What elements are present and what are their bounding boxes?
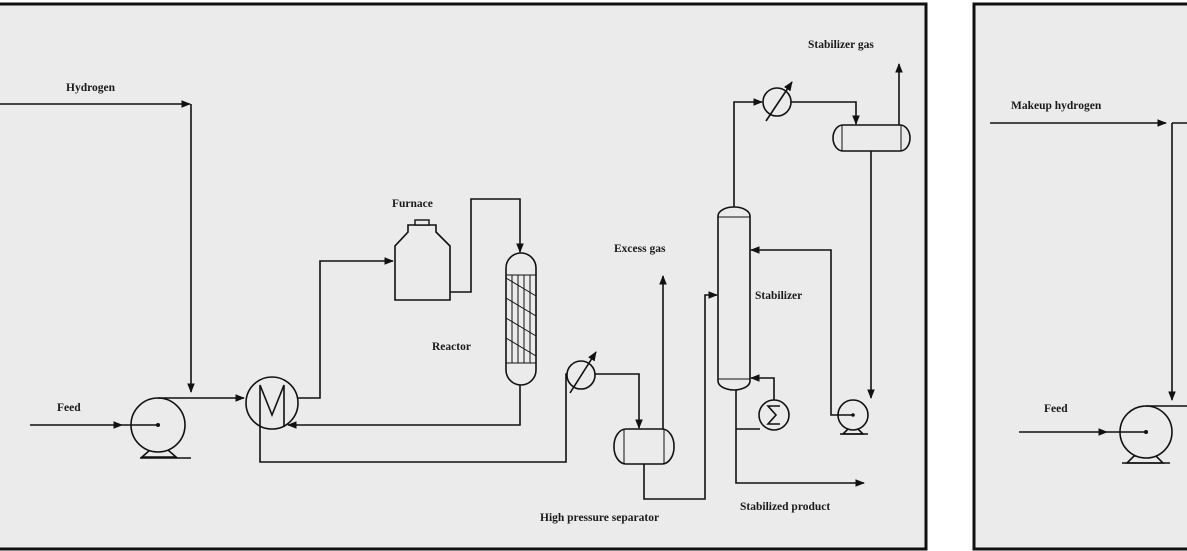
label-reactor: Reactor [432,341,471,353]
effluent-cooler [566,351,597,394]
feed-effluent-heat-exchanger [245,376,299,430]
label-makeup-hydrogen: Makeup hydrogen [1011,100,1102,112]
right-feed-pump [1107,405,1187,464]
separator-to-stabilizer [643,291,718,500]
label-right-feed: Feed [1044,403,1068,415]
label-excess-gas: Excess gas [614,243,666,255]
reboiler [758,399,790,431]
exchanger-to-furnace [298,257,394,399]
label-stabilized-product: Stabilized product [740,501,830,513]
reactor [505,252,537,386]
label-high-pressure-separator: High pressure separator [540,512,659,524]
label-furnace: Furnace [392,198,433,210]
label-stabilizer-gas: Stabilizer gas [808,39,874,51]
right-panel: Makeup hydrogen Feed [972,2,1187,551]
label-hydrogen: Hydrogen [66,82,116,94]
condenser-to-drum [791,101,860,125]
cooler-to-separator [595,373,643,429]
reactor-effluent [287,385,521,429]
label-stabilizer: Stabilizer [755,290,802,302]
reflux-line [750,246,853,416]
high-pressure-separator [613,428,675,465]
left-panel: Hydrogen Feed Furnace Reactor Excess gas… [0,2,928,551]
stabilizer-column [717,206,751,391]
label-feed: Feed [57,402,81,414]
overhead-line [733,98,763,207]
hydrogen-stream [0,100,195,393]
reboiler-return [750,374,775,400]
feed-pump [122,397,191,459]
stabilized-product-stream [735,390,865,487]
furnace [394,219,451,301]
furnace-to-reactor [450,198,524,293]
reflux-drum [832,124,911,152]
